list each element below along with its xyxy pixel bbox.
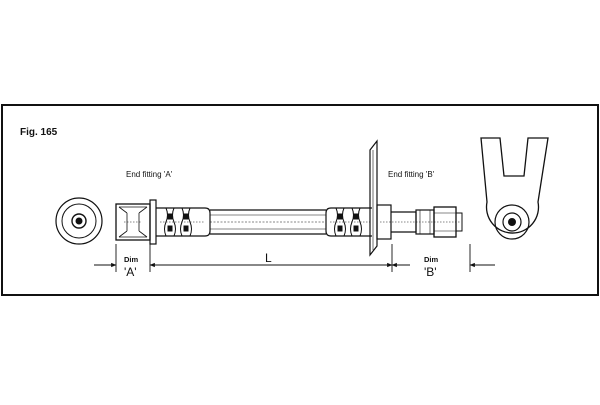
dim-a-label: Dim — [124, 255, 139, 264]
end-view-a — [55, 197, 103, 245]
crimp-sleeve-b — [325, 207, 372, 237]
dim-b-label: Dim — [424, 255, 439, 264]
figure-frame — [1, 104, 599, 296]
dim-b-value: 'B' — [424, 265, 437, 279]
mounting-bracket-b — [369, 139, 378, 257]
end-fitting-a — [115, 199, 157, 245]
dim-a-value: 'A' — [124, 265, 137, 279]
figure-number: Fig. 165 — [20, 127, 58, 138]
end-fitting-b — [376, 204, 463, 240]
end-fitting-b-caption: End fitting 'B' — [388, 170, 435, 179]
hose-body — [210, 209, 326, 235]
brake-hose-assembly — [115, 139, 463, 257]
dimension-lines — [94, 244, 495, 272]
crimp-sleeve-a — [156, 207, 211, 237]
length-label: L — [265, 251, 272, 265]
end-view-b — [480, 137, 549, 240]
end-fitting-a-caption: End fitting 'A' — [126, 170, 173, 179]
